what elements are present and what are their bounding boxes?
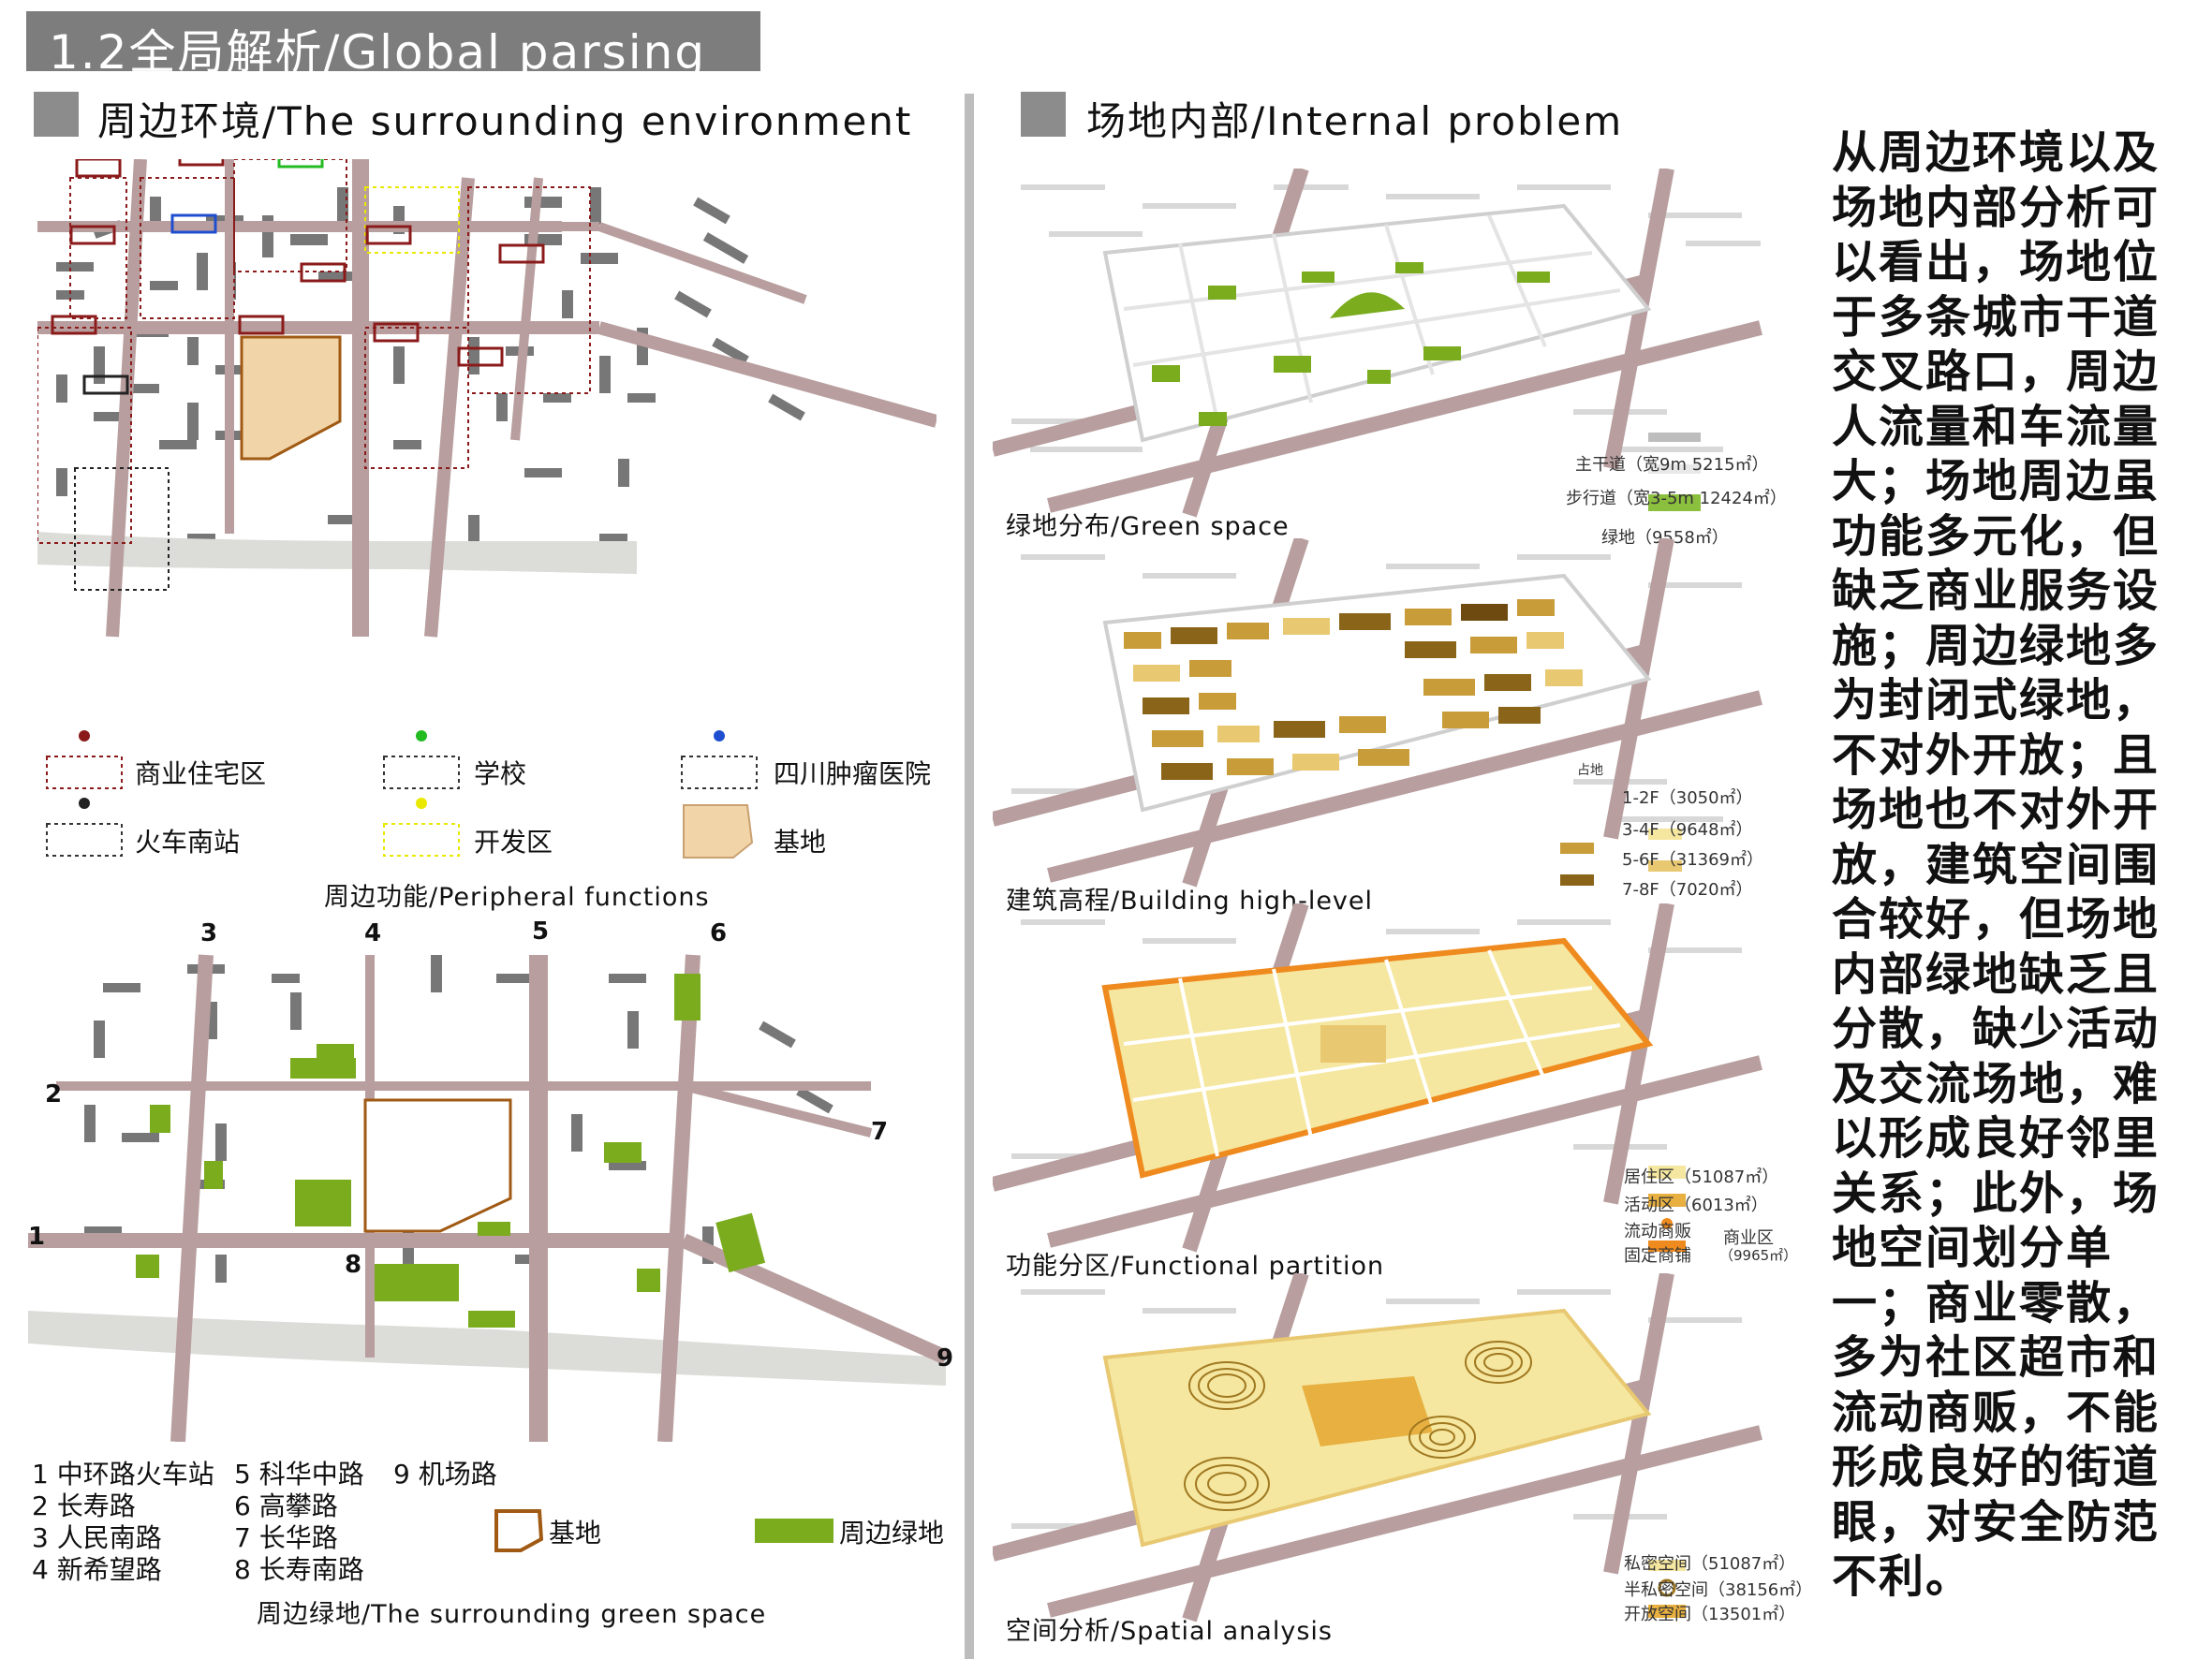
legend-commercial-area-size: （9965㎡） <box>1719 1247 1798 1264</box>
site-block <box>240 335 342 461</box>
legend-fixed-shops: 固定商铺 <box>1624 1246 1691 1266</box>
site-outline-swatch <box>494 1509 544 1552</box>
spatial-analysis-caption: 空间分析/Spatial analysis <box>1006 1617 1333 1646</box>
railway-band <box>37 532 637 574</box>
legend-green-area: 绿地（9558㎡） <box>1601 528 1729 548</box>
road-number-6: 6 <box>710 919 728 947</box>
legend-main-road: 主干道（宽9m 5215㎡） <box>1575 455 1769 475</box>
green-space-panel-caption: 绿地分布/Green space <box>1006 512 1290 541</box>
road-number-8: 8 <box>345 1251 362 1279</box>
legend-development-zone: 开发区 <box>474 827 553 858</box>
legend-hospital: 四川肿瘤医院 <box>774 758 932 789</box>
road-list-item: 7 长华路 <box>234 1522 338 1553</box>
roads <box>37 221 562 232</box>
vertical-divider <box>965 94 974 1659</box>
dotted-zones <box>37 159 591 591</box>
road-list-item: 9 机场路 <box>393 1459 497 1490</box>
legend-site-outline: 基地 <box>549 1518 602 1549</box>
internal-height-panel <box>993 538 1762 888</box>
road-list-item: 6 高攀路 <box>234 1490 338 1521</box>
legend-commercial-area: 商业区 <box>1723 1228 1774 1248</box>
legend-surrounding-green: 周边绿地 <box>839 1518 945 1549</box>
surrounding-section-title: 周边环境/The surrounding environment <box>97 98 913 144</box>
green-swatch <box>755 1519 833 1543</box>
green-space-map <box>28 954 950 1442</box>
legend-7-8f: 7-8F（7020㎡） <box>1622 880 1753 900</box>
road-number-2: 2 <box>45 1080 63 1108</box>
poi-markers <box>51 159 545 395</box>
road-list-item: 8 长寿南路 <box>234 1554 364 1585</box>
legend-open-space: 开放空间（13501㎡） <box>1624 1605 1796 1624</box>
building-height-caption: 建筑高程/Building high-level <box>1006 887 1374 916</box>
legend-footpath: 步行道（宽3-5m 12424㎡） <box>1566 489 1787 508</box>
section-marker <box>1021 92 1066 137</box>
page-title: 1.2全局解析/Global parsing <box>49 25 707 80</box>
functional-partition-caption: 功能分区/Functional partition <box>1006 1252 1385 1281</box>
road-number-1: 1 <box>28 1223 46 1251</box>
road-list-item: 4 新希望路 <box>32 1554 162 1585</box>
height-legend-swatches <box>1560 843 1594 886</box>
road-number-5: 5 <box>532 918 550 946</box>
legend-school: 学校 <box>474 758 527 789</box>
section-marker <box>34 92 79 137</box>
internal-green-panel <box>993 169 1762 518</box>
road-list-item: 5 科华中路 <box>234 1459 364 1490</box>
road-number-4: 4 <box>364 919 382 947</box>
road-list-item: 1 中环路火车站 <box>32 1459 214 1490</box>
legend-5-6f: 5-6F（31369㎡） <box>1622 850 1764 870</box>
legend-private-space: 私密空间（51087㎡） <box>1624 1554 1796 1574</box>
internal-function-panel <box>993 903 1762 1253</box>
legend-mobile-vendors: 流动商贩 <box>1624 1222 1691 1241</box>
legend-activity: 活动区（6013㎡） <box>1624 1196 1768 1215</box>
legend-semi-private-space: 半私密空间（38156㎡） <box>1624 1580 1813 1600</box>
legend-residential: 居住区（51087㎡） <box>1624 1167 1779 1187</box>
road-number-3: 3 <box>200 919 218 947</box>
peripheral-functions-map <box>37 159 936 638</box>
peripheral-legend-graphics <box>46 730 758 859</box>
road-number-7: 7 <box>871 1118 889 1146</box>
legend-commercial-residential: 商业住宅区 <box>135 758 267 789</box>
green-space-caption: 周边绿地/The surrounding green space <box>257 1600 767 1629</box>
legend-3-4f: 3-4F（9648㎡） <box>1622 820 1753 840</box>
legend-site: 基地 <box>774 827 827 858</box>
analysis-paragraph: 从周边环境以及场地内部分析可以看出，场地位于多条城市干道交叉路口，周边人流量和车… <box>1832 126 2160 1603</box>
internal-spatial-panel <box>993 1273 1762 1622</box>
road-number-9: 9 <box>936 1344 954 1373</box>
road-list-item: 2 长寿路 <box>32 1490 136 1521</box>
legend-railway-station: 火车南站 <box>135 827 241 858</box>
internal-section-title: 场地内部/Internal problem <box>1086 98 1624 144</box>
header-bar <box>26 11 760 71</box>
height-legend-head: 占地 <box>1577 763 1603 778</box>
road-list-item: 3 人民南路 <box>32 1522 162 1553</box>
peripheral-caption: 周边功能/Peripheral functions <box>324 883 710 912</box>
legend-1-2f: 1-2F（3050㎡） <box>1622 788 1753 808</box>
